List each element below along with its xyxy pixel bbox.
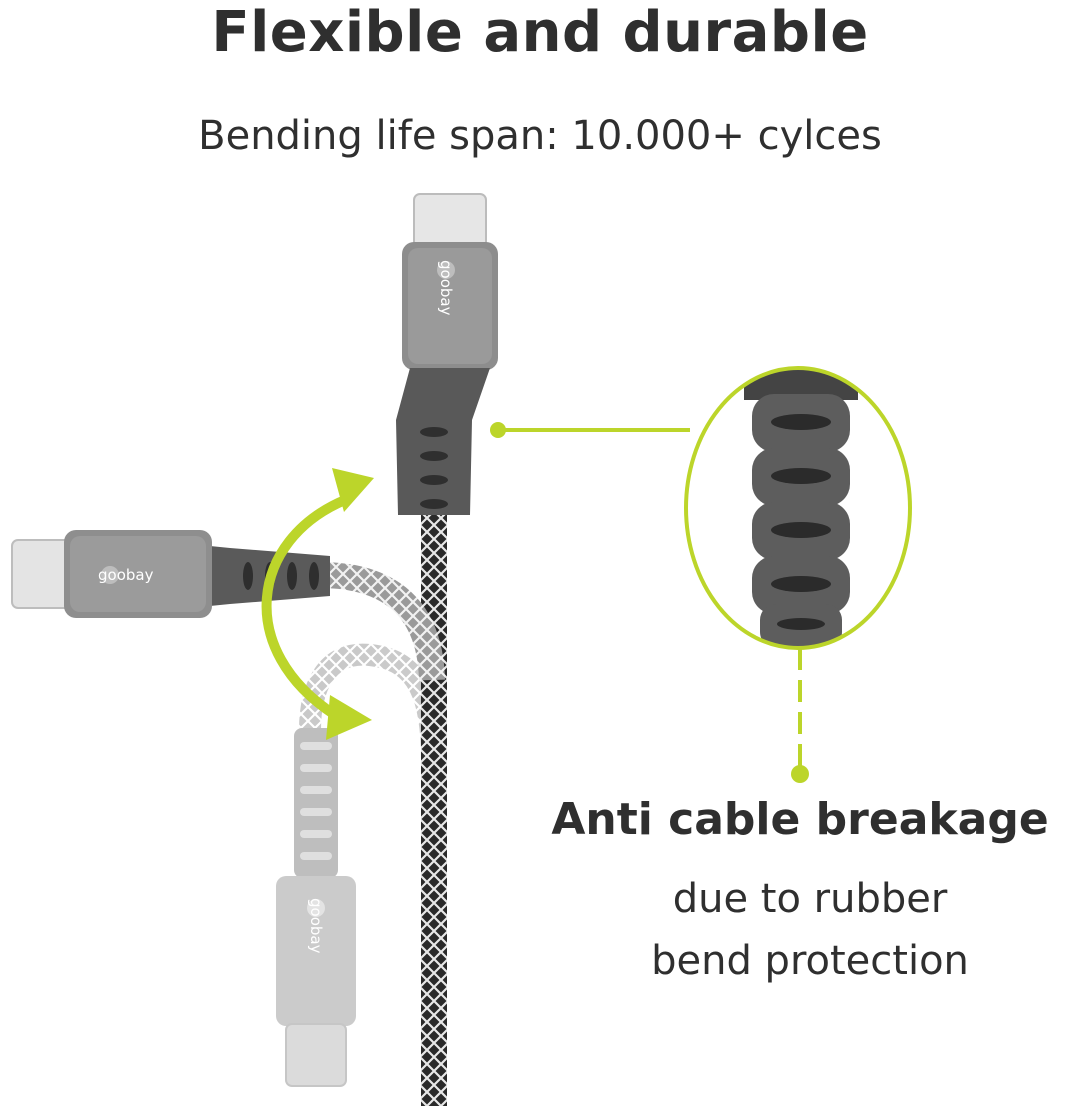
usb-c-connector-icon: goobay — [276, 876, 356, 1087]
callout-desc-line2: bend protection — [651, 938, 969, 984]
page-title: Flexible and durable — [211, 0, 869, 65]
bent-cable: goobay — [11, 530, 445, 681]
bend-arrow-icon — [261, 468, 374, 740]
horizontal-strain-relief — [200, 545, 330, 607]
callout-title: Anti cable breakage — [551, 794, 1049, 845]
callout-connector — [490, 422, 809, 783]
callout-description: due to rubber bend protection — [540, 868, 1080, 992]
usb-c-connector-icon: goobay — [11, 530, 212, 618]
top-connector: goobay — [396, 193, 498, 515]
faded-strain-relief — [294, 728, 338, 878]
page-subtitle: Bending life span: 10.000+ cylces — [198, 113, 882, 159]
brand-logo-horizontal: goobay — [98, 566, 154, 584]
brand-logo-faded: goobay — [307, 898, 325, 954]
callout-desc-line1: due to rubber — [672, 876, 948, 922]
brand-logo-top: goobay — [437, 260, 455, 316]
main-cable — [421, 515, 447, 1106]
vertical-strain-relief — [420, 427, 448, 509]
magnifier-callout-icon — [684, 366, 912, 650]
